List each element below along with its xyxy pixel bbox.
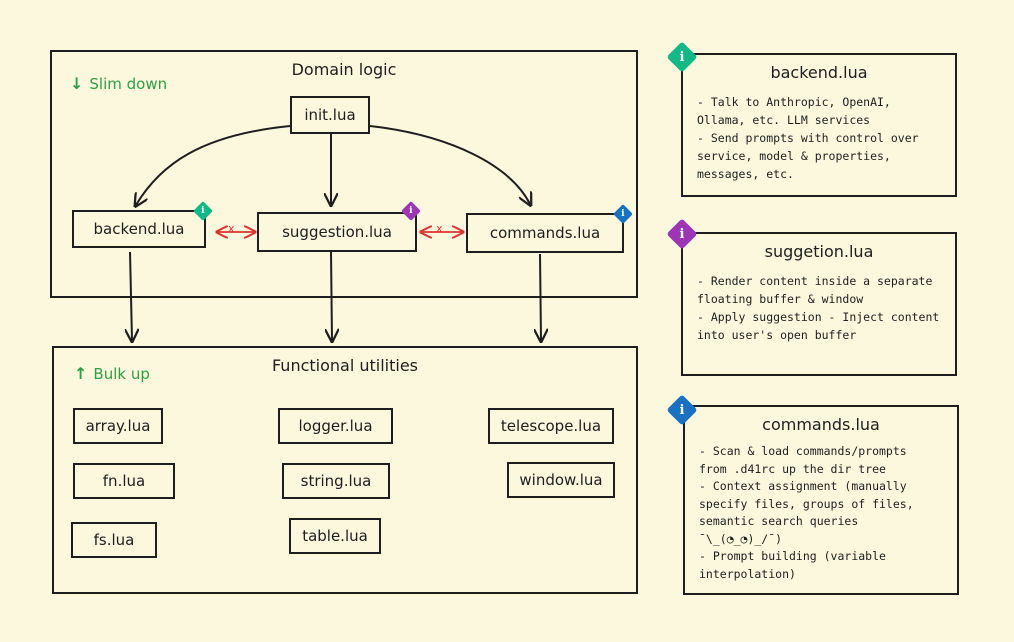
note-line: interpolation)	[699, 566, 796, 581]
util-table: table.lua	[289, 518, 381, 554]
badge-letter: i	[409, 205, 413, 216]
note-line: - Scan & load commands/prompts	[699, 444, 907, 458]
note-line: from .d41rc up the dir tree	[699, 461, 886, 476]
note-line: Ollama, etc. LLM services	[697, 113, 871, 127]
note-line: ¯\_(◔_◔)_/¯)	[699, 531, 783, 546]
bulk-up-tag: ↑ Bulk up	[74, 364, 150, 383]
note-suggestion: suggetion.lua - Render content inside a …	[681, 232, 957, 376]
badge-letter: i	[679, 402, 685, 418]
note-line: semantic search queries	[699, 514, 859, 528]
slim-down-tag: ↓ Slim down	[70, 74, 167, 93]
note-backend: backend.lua - Talk to Anthropic, OpenAI,…	[681, 53, 957, 197]
note-backend-body: - Talk to Anthropic, OpenAI, Ollama, etc…	[697, 93, 947, 183]
arrow-commands-to-utilities	[540, 253, 541, 340]
badge-letter: i	[621, 208, 625, 219]
note-line: floating buffer & window	[697, 292, 864, 306]
down-arrow-icon: ↓	[70, 74, 84, 93]
arrow-backend-to-utilities	[130, 251, 132, 340]
note-backend-title: backend.lua	[770, 63, 868, 82]
util-window: window.lua	[507, 462, 615, 498]
util-array: array.lua	[73, 408, 163, 444]
note-line: specify files, groups of files,	[699, 496, 914, 511]
badge-letter: i	[201, 205, 205, 216]
note-suggestion-title: suggetion.lua	[764, 242, 874, 261]
note-commands-body: - Scan & load commands/prompts from .d41…	[699, 443, 949, 583]
note-line: service, model & properties,	[697, 149, 891, 163]
up-arrow-icon: ↑	[74, 364, 88, 383]
node-commands: commands.lua	[466, 213, 624, 253]
util-fs: fs.lua	[71, 522, 157, 558]
badge-letter: i	[679, 226, 685, 242]
functional-utilities-title: Functional utilities	[271, 356, 419, 375]
arrow-init-to-backend	[136, 125, 291, 205]
slim-down-label: Slim down	[89, 74, 168, 93]
util-telescope: telescope.lua	[488, 408, 614, 444]
node-suggestion: suggestion.lua	[257, 212, 417, 252]
arrow-suggestion-to-utilities	[331, 251, 332, 340]
util-string: string.lua	[282, 463, 390, 499]
bulk-up-label: Bulk up	[93, 364, 150, 383]
arrow-init-to-commands	[369, 125, 530, 204]
domain-logic-title: Domain logic	[291, 60, 397, 79]
note-line: - Apply suggestion - Inject content	[697, 310, 940, 324]
domain-logic-frame: Domain logic ↓ Slim down	[50, 50, 638, 298]
note-suggestion-body: - Render content inside a separate float…	[697, 272, 947, 344]
note-line: - Send prompts with control over	[697, 131, 919, 145]
note-line: - Talk to Anthropic, OpenAI,	[697, 95, 891, 109]
note-line: into user's open buffer	[697, 328, 857, 342]
note-commands: commands.lua - Scan & load commands/prom…	[683, 405, 959, 595]
node-backend: backend.lua	[72, 210, 206, 248]
badge-letter: i	[679, 49, 685, 65]
util-fn: fn.lua	[73, 463, 175, 499]
node-init: init.lua	[290, 96, 370, 134]
note-line: - Prompt building (variable	[699, 549, 886, 563]
util-logger: logger.lua	[278, 408, 393, 444]
conflict-marker-1: x	[228, 222, 235, 235]
note-line: - Render content inside a separate	[697, 274, 933, 288]
note-commands-title: commands.lua	[762, 415, 880, 434]
conflict-marker-2: x	[436, 222, 443, 235]
note-line: messages, etc.	[697, 167, 794, 181]
note-line: - Context assignment (manually	[699, 479, 907, 493]
